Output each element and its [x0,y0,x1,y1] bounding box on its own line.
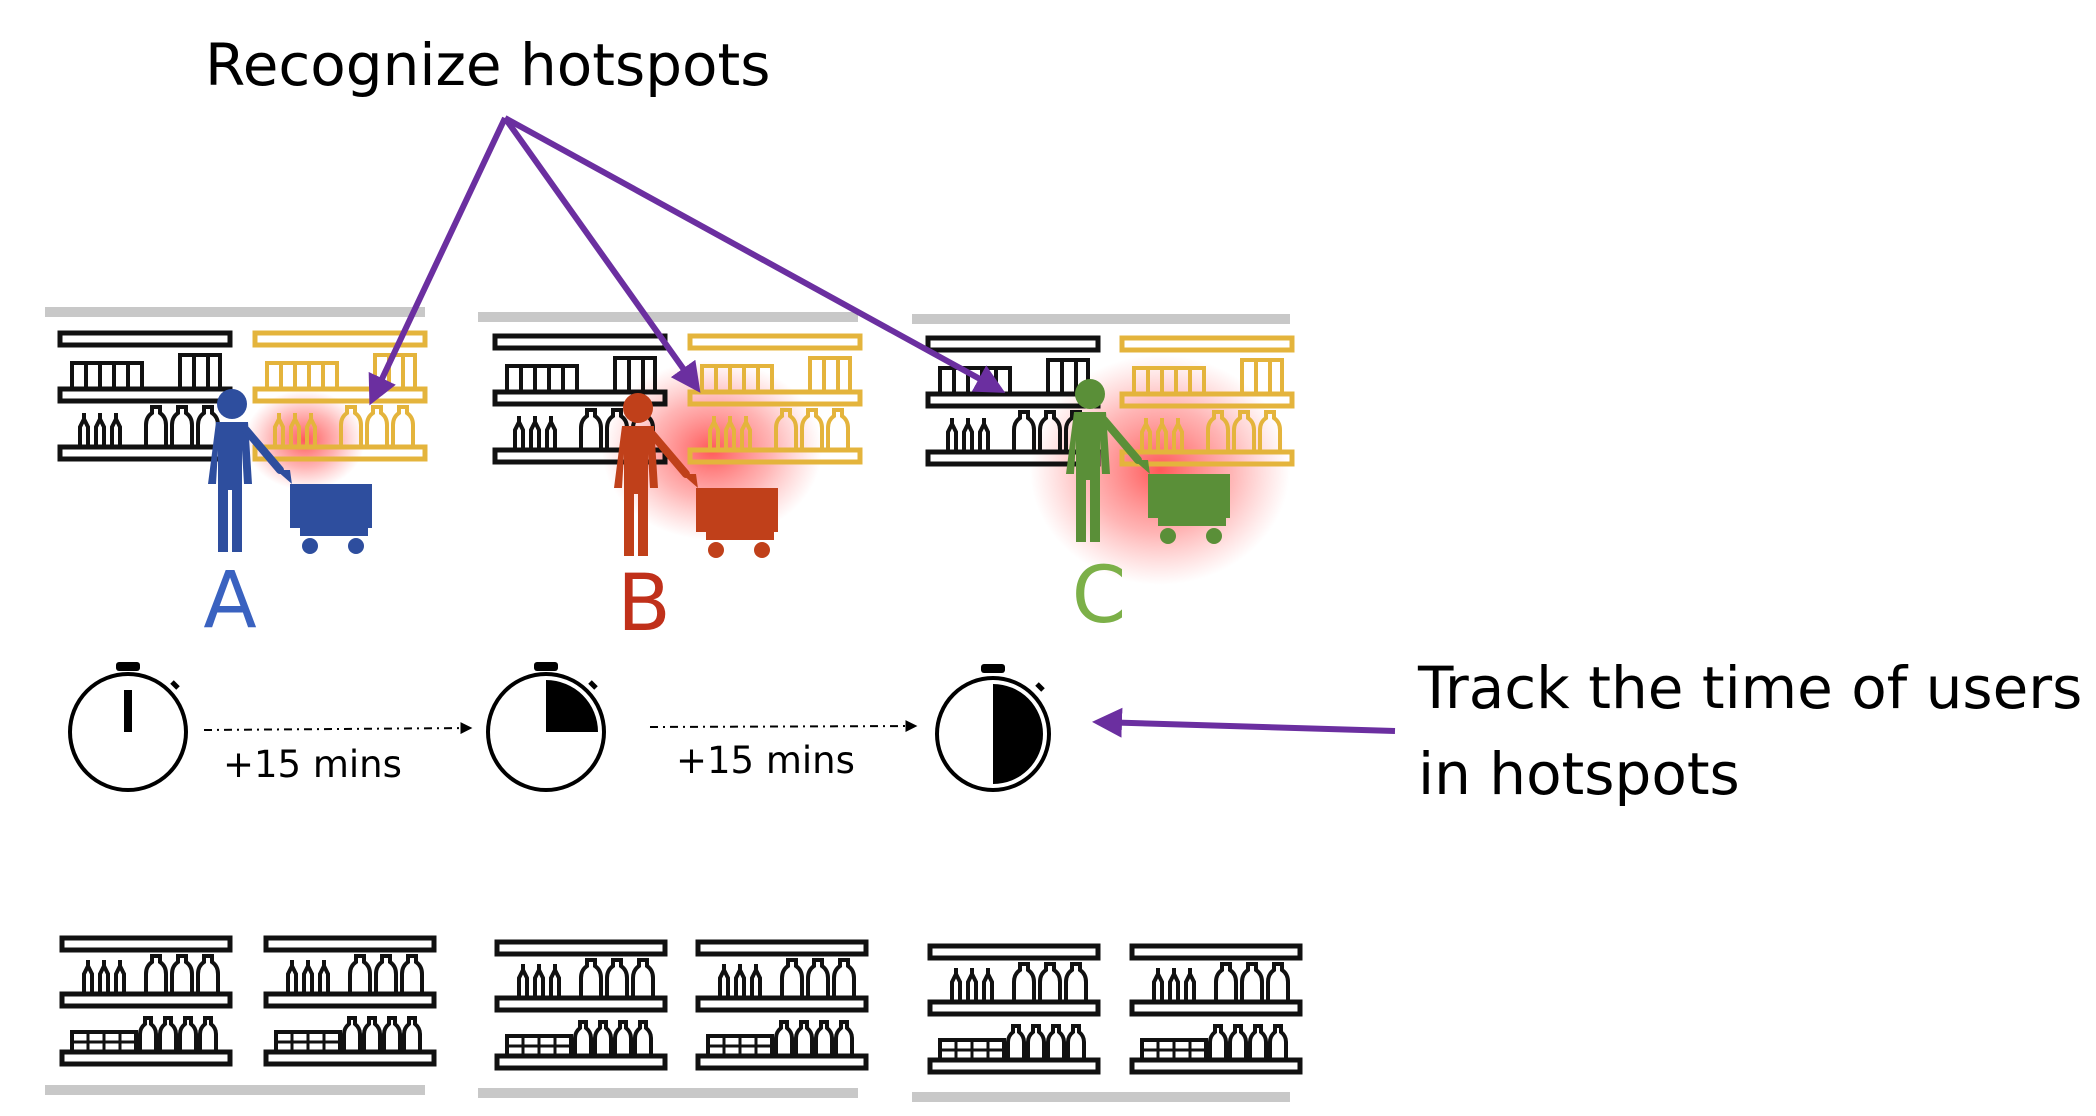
aisle-bar-bottom-3 [912,1092,1290,1102]
aisle-bar-bottom-1 [45,1085,425,1095]
bottom-shelf-6 [1132,946,1300,1072]
aisle-bar-bottom-2 [478,1088,858,1098]
stopwatch-1 [68,662,188,792]
arrow-to-hotspot-c [503,115,1006,393]
track-time-label: Track the time of users in hotspots [1418,645,2082,817]
interval-label-2: +15 mins [676,739,855,782]
bottom-shelf-1 [62,938,230,1064]
interval-label-1: +15 mins [223,743,402,786]
bottom-shelves [62,938,1300,1072]
timer-2-fill [546,680,598,732]
stopwatch-3 [935,664,1051,792]
bottom-shelf-3 [497,942,665,1068]
bottom-shelf-2 [266,938,434,1064]
arrow-to-hotspot-a [368,116,508,406]
shopper-b-label: B [617,559,671,649]
track-time-line2: in hotspots [1418,740,1740,808]
track-time-line1: Track the time of users [1418,654,2083,722]
aisle-bars [45,307,1290,1102]
shopper-c-label: C [1071,551,1127,641]
shopper-a-label: A [203,556,257,646]
arrow-to-hotspot-b [502,116,701,393]
recognize-hotspots-label: Recognize hotspots [205,31,771,99]
timer-1-hand [124,690,132,732]
interval-arrow-2 [649,720,918,733]
stopwatch-2 [486,662,606,792]
recognize-arrows [368,115,1396,738]
aisle-bar-top-2 [478,312,858,322]
interval-arrows [203,720,918,735]
shelf-unit-a-left [60,333,230,459]
aisle-bar-top-3 [912,314,1290,324]
arrow-track-time [1092,707,1396,738]
timer-3-fill [993,684,1043,784]
bottom-shelf-5 [930,946,1098,1072]
bottom-shelf-4 [698,942,866,1068]
aisle-bar-top-1 [45,307,425,317]
interval-arrow-1 [203,722,473,735]
